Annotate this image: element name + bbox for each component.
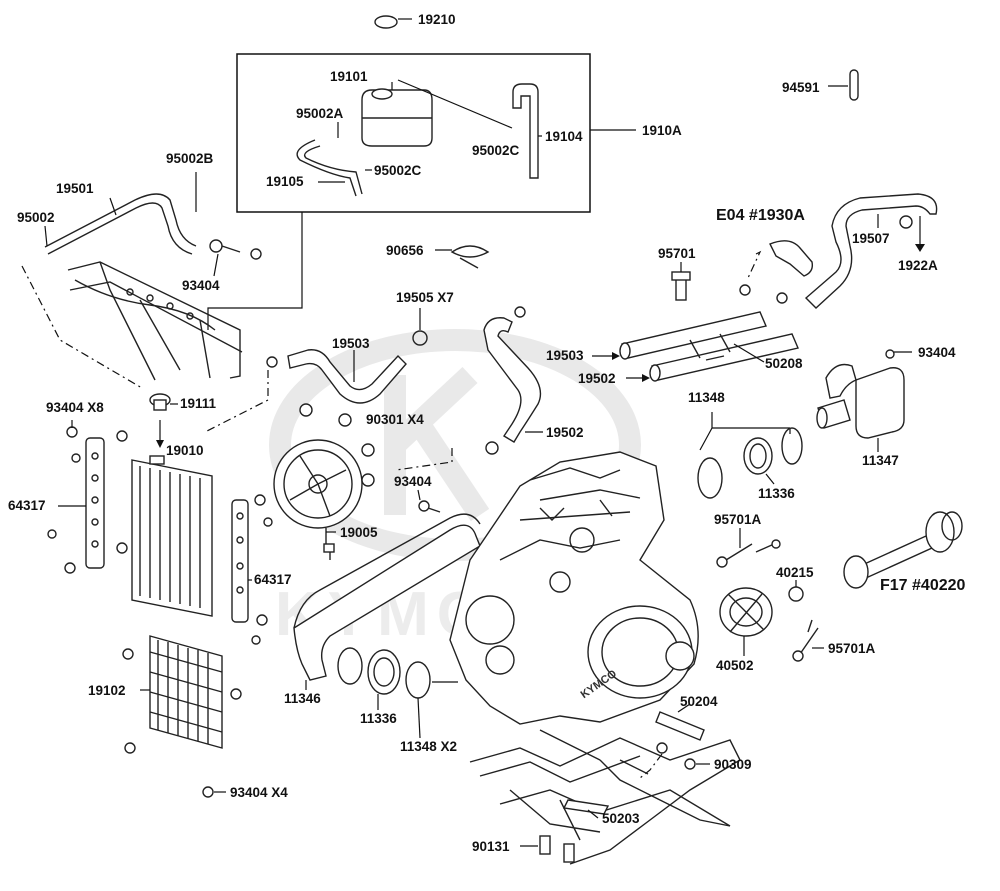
hose-19502 [483, 317, 543, 455]
hose-19503 [266, 349, 407, 404]
label-19507: 19507 [852, 231, 890, 246]
label-93404-top: 93404 [182, 278, 220, 293]
label-11336-bottom: 11336 [360, 711, 397, 726]
label-19501: 19501 [56, 181, 94, 196]
label-50204: 50204 [680, 694, 718, 709]
airbox-11347 [816, 349, 912, 452]
label-64317-right: 64317 [254, 572, 292, 587]
label-95701: 95701 [658, 246, 696, 261]
clamp-90656 [435, 245, 490, 269]
label-93404-X8: 93404 X8 [46, 400, 104, 415]
dash-leader-2 [204, 370, 269, 433]
label-90131: 90131 [472, 839, 510, 854]
bolt-93404-center [417, 489, 441, 513]
label-19210: 19210 [418, 12, 456, 27]
clamps-lower [337, 647, 431, 739]
part-40215 [788, 580, 804, 602]
dash-leader-4 [747, 250, 762, 279]
label-1910A: 1910A [642, 123, 682, 138]
label-19503-left: 19503 [332, 336, 370, 351]
bolts-95701A [716, 528, 824, 662]
label-19503-right: 19503 [546, 348, 584, 363]
part-94591 [828, 69, 859, 101]
engine: KYMCO [432, 451, 699, 725]
reservoir-tank [361, 79, 513, 147]
label-90309: 90309 [714, 757, 752, 772]
radiator-cap-19210 [374, 15, 412, 29]
frame-section-lower [469, 729, 741, 865]
nuts-90301 [299, 403, 375, 487]
label-50208: 50208 [765, 356, 803, 371]
label-19104: 19104 [545, 129, 583, 144]
label-94591: 94591 [782, 80, 820, 95]
hose-19507 [804, 193, 938, 309]
label-95701A-bottom: 95701A [828, 641, 876, 656]
label-F17: F17 #40220 [880, 577, 966, 594]
label-64317-left: 64317 [8, 498, 46, 513]
clamp-19505 [412, 306, 526, 346]
label-19105: 19105 [266, 174, 304, 189]
label-11346: 11346 [284, 691, 321, 706]
label-11348-right: 11348 [688, 390, 725, 405]
reservoir-group-leader [207, 212, 303, 330]
radiator-cap-19111 [149, 393, 178, 448]
label-95002: 95002 [17, 210, 55, 225]
flange-40502 [719, 587, 773, 656]
fan-19005 [273, 439, 363, 560]
hose-19104 [512, 83, 542, 179]
reservoir-group-box [236, 53, 591, 213]
label-50203: 50203 [602, 811, 640, 826]
label-40502: 40502 [716, 658, 754, 673]
label-93404-right: 93404 [918, 345, 956, 360]
label-11336-right: 11336 [758, 486, 795, 501]
dash-leader-3 [395, 448, 453, 471]
hose-19105 [296, 122, 372, 197]
dash-leader-1 [21, 265, 143, 389]
label-19502-left: 19502 [546, 425, 584, 440]
elbow-e04 [739, 240, 814, 304]
label-19101: 19101 [330, 69, 368, 84]
label-1922A: 1922A [898, 258, 938, 273]
intake-11346 [293, 513, 481, 690]
shaft-F17 [843, 511, 963, 589]
label-19502-right: 19502 [578, 371, 616, 386]
label-95002C-left: 95002C [374, 163, 422, 178]
bolt-93404-top [209, 239, 262, 277]
bolt-95701 [671, 262, 691, 301]
label-E04: E04 #1930A [716, 207, 805, 224]
label-95002A: 95002A [296, 106, 344, 121]
pipe-50208 [592, 311, 799, 382]
label-11348-X2: 11348 X2 [400, 739, 457, 754]
label-93404-X4: 93404 X4 [230, 785, 288, 800]
radiator-19010 [131, 455, 213, 617]
screen-19102 [122, 635, 242, 798]
label-93404-center: 93404 [394, 474, 432, 489]
bracket-64317-left [47, 420, 128, 574]
part-labels: 19210 19101 95002A 19104 1910A 95002C 19… [8, 12, 966, 854]
label-11347: 11347 [862, 453, 899, 468]
label-95002B: 95002B [166, 151, 214, 166]
label-19505: 19505 X7 [396, 290, 454, 305]
bracket-50204 [639, 703, 710, 779]
label-19010: 19010 [166, 443, 204, 458]
label-95701A-top: 95701A [714, 512, 762, 527]
label-19005: 19005 [340, 525, 378, 540]
bracket-64317-right [231, 494, 273, 645]
label-19102: 19102 [88, 683, 126, 698]
label-40215: 40215 [776, 565, 814, 580]
hose-19501 [44, 172, 197, 255]
frame-section-left [67, 261, 243, 381]
label-19111: 19111 [180, 396, 217, 411]
clamps-11348-right [697, 412, 803, 499]
label-95002C-right: 95002C [472, 143, 520, 158]
bolts-90131 [520, 835, 575, 863]
label-90656: 90656 [386, 243, 424, 258]
label-90301: 90301 X4 [366, 412, 424, 427]
